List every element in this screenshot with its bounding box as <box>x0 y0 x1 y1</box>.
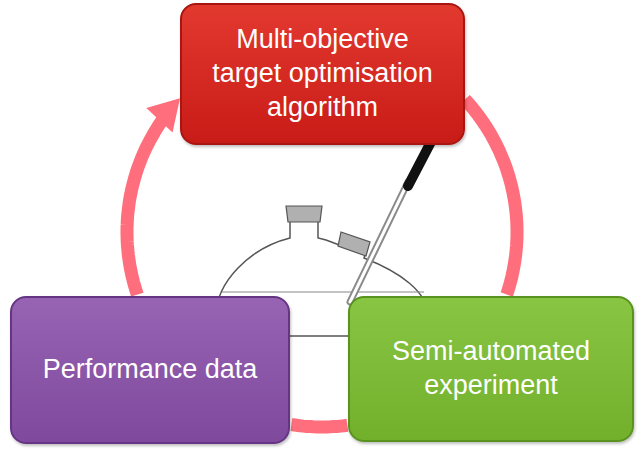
liquid-level <box>222 291 424 292</box>
ring-segment <box>127 118 164 294</box>
probe-handle <box>408 140 432 186</box>
optimisation-box: Multi-objective target optimisation algo… <box>180 3 465 145</box>
cycle-arc <box>127 98 180 294</box>
probe-shaft <box>350 182 408 302</box>
box-label: Semi-automated experiment <box>366 335 616 403</box>
cycle-arc <box>291 425 347 427</box>
left-stopper <box>286 206 322 222</box>
ring-segment <box>291 425 347 427</box>
cycle-arc <box>465 100 517 295</box>
probe-shaft-inner <box>350 182 408 302</box>
box-label: Multi-objective target optimisation algo… <box>198 23 447 124</box>
ring-segment <box>465 100 517 295</box>
right-stopper <box>338 232 370 256</box>
box-label: Performance data <box>43 353 258 387</box>
experiment-box: Semi-automated experiment <box>348 296 634 442</box>
performance-box: Performance data <box>10 296 290 444</box>
arrowhead <box>146 98 180 132</box>
